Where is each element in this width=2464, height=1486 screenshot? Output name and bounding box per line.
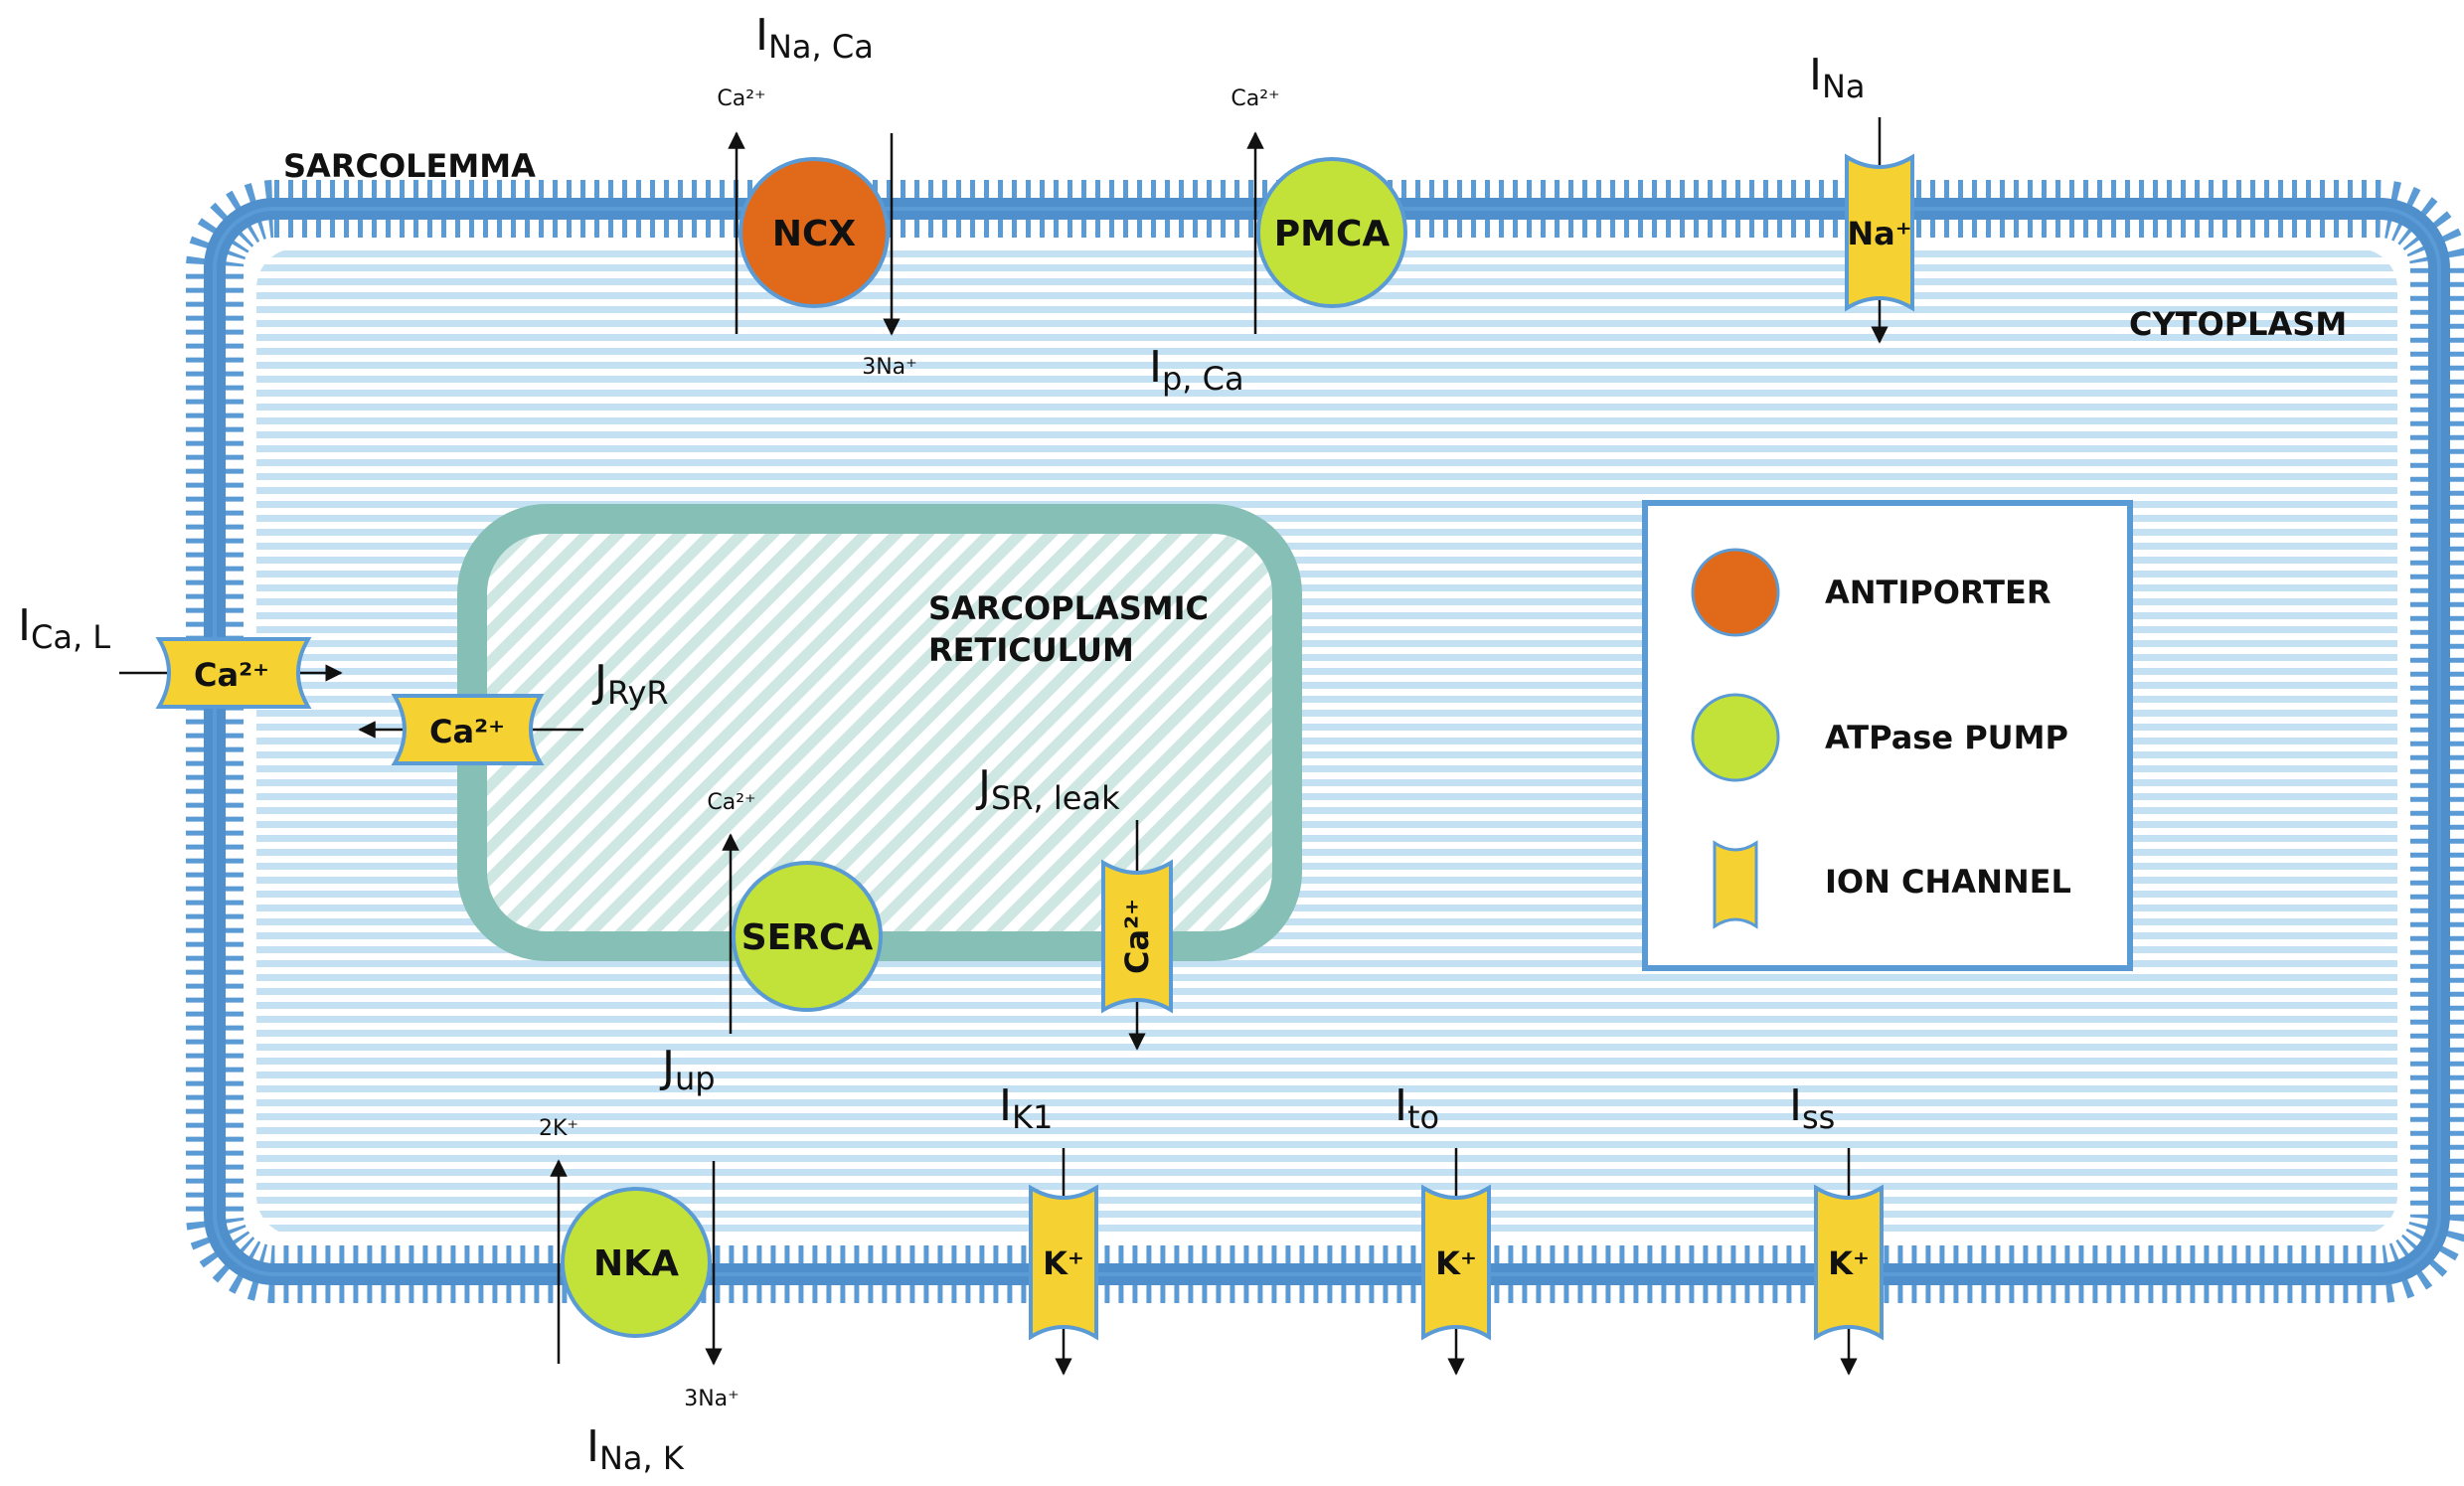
jup-label: Jup bbox=[659, 1042, 716, 1097]
ito-label: Ito bbox=[1395, 1080, 1439, 1136]
iss-channel-label: K⁺ bbox=[1828, 1244, 1870, 1282]
ik1-channel bbox=[1029, 1184, 1098, 1341]
ipca-label: Ip, Ca bbox=[1149, 342, 1244, 398]
pmca-pump bbox=[1256, 157, 1407, 308]
ical-channel bbox=[155, 637, 312, 709]
sarcolemma-label: SARCOLEMMA bbox=[283, 147, 536, 185]
legend-pump-swatch bbox=[1691, 693, 1780, 782]
ik1-channel-label: K⁺ bbox=[1043, 1244, 1084, 1282]
ina-channel-label: Na⁺ bbox=[1847, 215, 1911, 252]
legend: ANTIPORTER ATPase PUMP ION CHANNEL bbox=[1642, 500, 2133, 971]
legend-channel-label: ION CHANNEL bbox=[1825, 863, 2071, 901]
sr-label-line2: RETICULUM bbox=[928, 631, 1134, 669]
ical-channel-label: Ca²⁺ bbox=[194, 656, 269, 694]
nka-pump bbox=[561, 1187, 712, 1338]
ik1-label: IK1 bbox=[999, 1080, 1053, 1136]
ncx-na-ion: 3Na⁺ bbox=[862, 355, 917, 380]
inaca-label: INa, Ca bbox=[755, 10, 874, 66]
iss-label: Iss bbox=[1789, 1080, 1835, 1136]
jsrleak-channel-label: Ca²⁺ bbox=[1118, 899, 1156, 974]
jryr-channel bbox=[391, 694, 545, 765]
nka-label: NKA bbox=[593, 1243, 679, 1284]
ical-label: ICa, L bbox=[18, 600, 110, 656]
ncx-label: NCX bbox=[772, 214, 857, 254]
ncx-antiporter bbox=[739, 157, 890, 308]
jryr-channel-label: Ca²⁺ bbox=[429, 713, 505, 750]
legend-pump-label: ATPase PUMP bbox=[1825, 719, 2068, 756]
legend-antiporter-label: ANTIPORTER bbox=[1825, 574, 2051, 611]
legend-channel-swatch bbox=[1713, 840, 1758, 929]
pmca-label: PMCA bbox=[1274, 214, 1391, 254]
ina-label: INa bbox=[1809, 50, 1866, 105]
serca-ca-ion: Ca²⁺ bbox=[707, 790, 755, 815]
ncx-ca-ion: Ca²⁺ bbox=[717, 86, 765, 111]
jsrleak-channel bbox=[1101, 859, 1173, 1014]
cytoplasm-label: CYTOPLASM bbox=[2129, 305, 2347, 343]
sr-label-line1: SARCOPLASMIC bbox=[928, 589, 1209, 627]
jsrleak-label: JSR, leak bbox=[975, 761, 1120, 817]
iss-channel bbox=[1814, 1184, 1884, 1341]
jryr-label: JRyR bbox=[591, 656, 669, 712]
ito-channel bbox=[1421, 1184, 1491, 1341]
legend-antiporter-swatch bbox=[1691, 548, 1780, 637]
serca-label: SERCA bbox=[741, 917, 874, 958]
ina-channel bbox=[1845, 153, 1914, 312]
nka-na-ion: 3Na⁺ bbox=[684, 1387, 739, 1411]
inak-label: INa, K bbox=[586, 1421, 685, 1477]
ito-channel-label: K⁺ bbox=[1435, 1244, 1477, 1282]
nka-k-ion: 2K⁺ bbox=[539, 1116, 578, 1141]
pmca-ca-ion: Ca²⁺ bbox=[1231, 86, 1279, 111]
serca-pump bbox=[732, 861, 883, 1012]
